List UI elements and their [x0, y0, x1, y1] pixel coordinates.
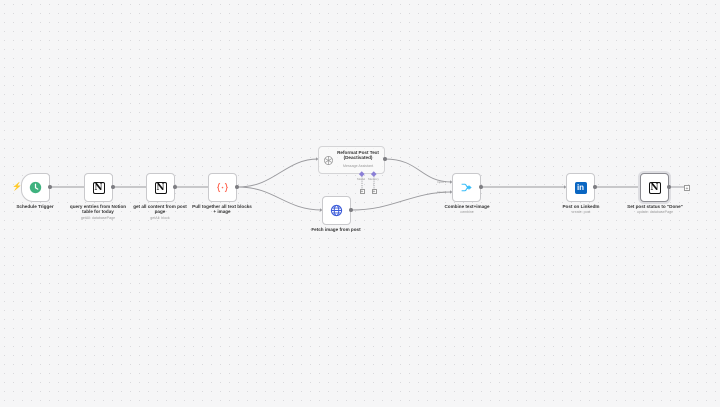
edge-pull-reformat: [237, 158, 319, 188]
node-combine[interactable]: [452, 173, 481, 202]
edge-fetch-combine: [350, 191, 453, 211]
node-get-all-content[interactable]: N: [146, 173, 175, 202]
node-label: query entries from Notion table for toda…: [69, 204, 127, 215]
node-reformat-post-text[interactable]: [318, 146, 385, 174]
node-label: Reformat Post Text (Deactivated): [337, 150, 379, 161]
node-pull-together[interactable]: [208, 173, 237, 202]
openai-icon: [323, 155, 334, 166]
clock-icon: [29, 181, 42, 194]
edge-pull-fetch: [237, 186, 323, 211]
node-label: Fetch image from post: [311, 227, 361, 232]
notion-icon: N: [154, 181, 167, 194]
notion-icon: N: [92, 181, 105, 194]
output-handle[interactable]: [383, 157, 387, 161]
notion-icon: N: [648, 181, 661, 194]
code-icon: [216, 181, 229, 194]
arrow-reformat: [316, 157, 319, 161]
node-subtitle: getAll: block: [150, 216, 170, 220]
input-2-label: Input 2: [437, 190, 447, 194]
memory-label: Memory: [368, 177, 379, 181]
arrow-fetch: [320, 208, 323, 212]
arrow-combine-2: [450, 190, 453, 194]
node-post-linkedin[interactable]: in: [566, 173, 595, 202]
node-label: Post on LinkedIn: [562, 204, 600, 209]
output-handle[interactable]: [48, 185, 52, 189]
model-label: Model: [357, 177, 366, 181]
add-node-button[interactable]: +: [684, 184, 690, 192]
lightning-icon: ⚡: [12, 182, 22, 191]
node-label: Set post status to "Done": [627, 204, 683, 209]
node-label: Combine text+image: [444, 204, 490, 209]
arrow-combine-1: [450, 180, 453, 184]
node-query-notion[interactable]: N: [84, 173, 113, 202]
node-subtitle: update: databasePage: [636, 210, 674, 214]
output-handle[interactable]: [349, 208, 353, 212]
merge-icon: [460, 181, 473, 194]
arrow-setstatus: [638, 185, 641, 189]
output-handle[interactable]: [173, 185, 177, 189]
add-memory-button[interactable]: +: [371, 189, 377, 195]
edge-reformat-combine: [384, 158, 453, 183]
node-subtitle: create: post: [571, 210, 591, 214]
node-label: Pull together all text blocks + image: [192, 204, 252, 215]
node-schedule-trigger[interactable]: [21, 173, 50, 202]
output-handle[interactable]: [667, 185, 671, 189]
output-handle[interactable]: [235, 185, 239, 189]
node-fetch-image[interactable]: [322, 196, 351, 225]
output-handle[interactable]: [111, 185, 115, 189]
output-handle[interactable]: [479, 185, 483, 189]
arrow-linkedin: [564, 185, 567, 189]
node-subtitle: Message Assistant: [343, 164, 373, 168]
output-handle[interactable]: [593, 185, 597, 189]
linkedin-icon: in: [574, 181, 587, 194]
add-model-button[interactable]: +: [359, 189, 365, 195]
input-1-label: Input 1: [437, 180, 447, 184]
node-label: Schedule Trigger: [16, 204, 54, 209]
node-subtitle: getAll: databasePage: [80, 216, 116, 220]
globe-icon: [330, 204, 343, 217]
node-subtitle: combine: [460, 210, 474, 214]
node-label: get all content from post page: [133, 204, 187, 215]
node-set-post-status[interactable]: N: [640, 173, 669, 202]
